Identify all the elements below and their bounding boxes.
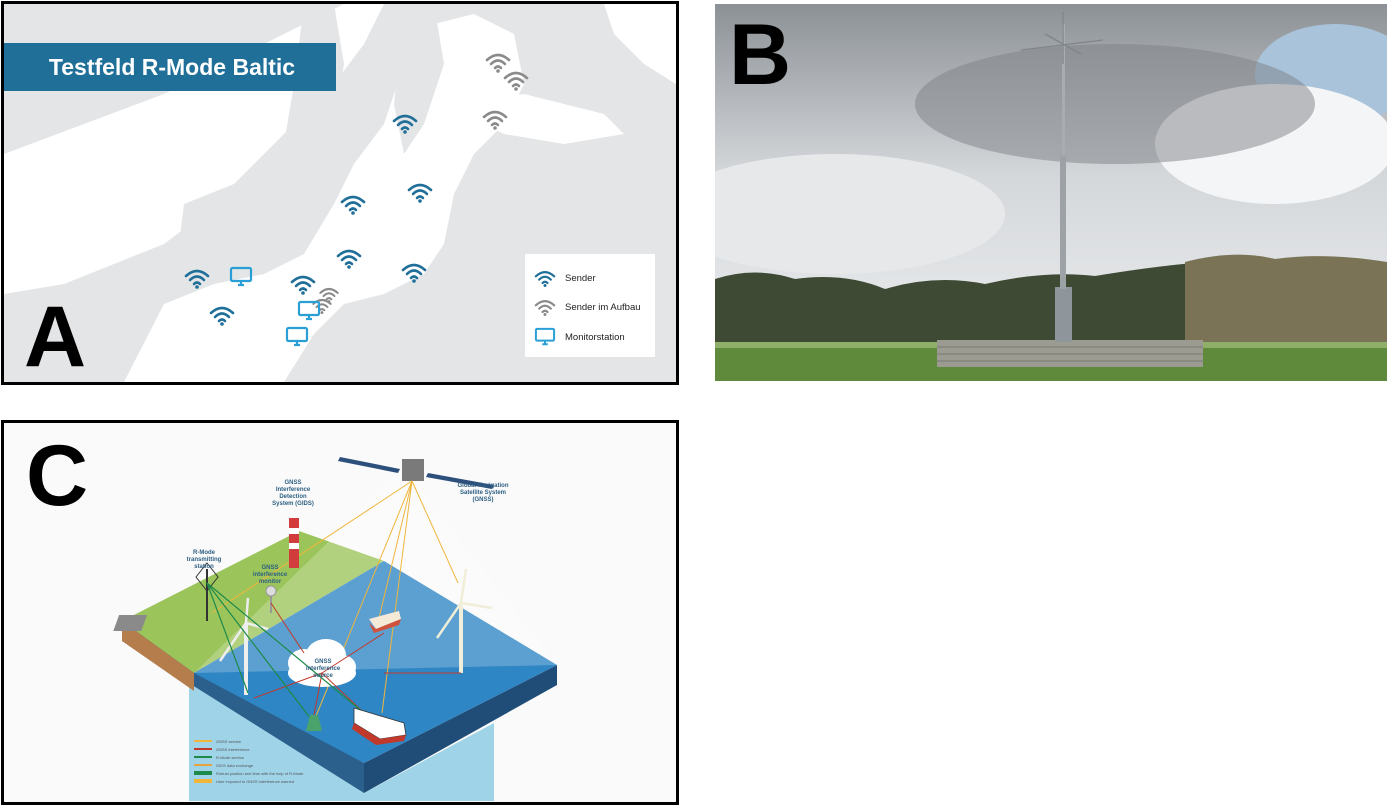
scenario-legend: GNSS service GNSS interference R-Mode se… (194, 737, 354, 785)
monitor-icon (297, 300, 321, 321)
wifi-signal-icon (534, 271, 556, 287)
legend-swatch (194, 771, 212, 775)
panel-letter-c: C (26, 428, 89, 524)
map-title: Testfeld R-Mode Baltic (4, 43, 336, 91)
antenna-photo (715, 4, 1387, 381)
r-mode-scenario-illustration (4, 423, 676, 802)
wifi-signal-icon (290, 275, 316, 295)
label-rmode-station: R-Mode transmitting station (186, 550, 222, 570)
monitor-icon (534, 327, 556, 346)
legend-item-monitorstation: Monitorstation (533, 327, 625, 347)
label-gids: GNSS Interference Detection System (GIDS… (272, 480, 314, 507)
wifi-signal-icon (209, 306, 235, 326)
legend-swatch (194, 748, 212, 750)
legend-row: GNSS interference (194, 745, 354, 753)
legend-item-sender: Sender (533, 268, 596, 288)
panel-b-photo: B (715, 4, 1387, 381)
legend-text: User exposed to GNSS interference warned (216, 778, 295, 784)
legend-swatch (194, 764, 212, 766)
label-gnss: Global Navigation Satellite System (GNSS… (457, 483, 509, 503)
legend-text: Robust position and time with the help o… (216, 770, 304, 776)
panel-c-illustration: GNSS Interference Detection System (GIDS… (1, 420, 679, 805)
panel-a-map: Testfeld R-Mode Baltic Sender Sender im … (1, 1, 679, 385)
map-legend: Sender Sender im Aufbau Monitorstation (525, 254, 655, 357)
satellite-icon (338, 457, 494, 489)
panel-letter-b: B (729, 7, 792, 103)
legend-swatch (194, 779, 212, 783)
wifi-signal-icon (401, 263, 427, 283)
monitor-icon (285, 326, 309, 347)
wifi-signal-icon (184, 269, 210, 289)
wifi-signal-icon (340, 195, 366, 215)
legend-row: GNSS service (194, 737, 354, 745)
monitor-icon (229, 266, 253, 287)
label-interference-monitor: GNSS interference monitor (252, 565, 288, 585)
legend-item-sender-im-aufbau: Sender im Aufbau (533, 297, 641, 317)
legend-row: Robust position and time with the help o… (194, 769, 354, 777)
legend-row: User exposed to GNSS interference warned (194, 777, 354, 785)
wifi-signal-icon (482, 110, 508, 130)
legend-swatch (194, 756, 212, 758)
label-interference-source: GNSS interference source (305, 659, 341, 679)
legend-row: GIDS data exchange (194, 761, 354, 769)
wifi-signal-icon (503, 71, 529, 91)
legend-label: Monitorstation (565, 331, 625, 343)
wifi-signal-icon (485, 53, 511, 73)
wind-turbine-icon (435, 568, 493, 673)
panel-letter-a: A (24, 289, 87, 385)
legend-text: R-Mode service (216, 754, 245, 760)
legend-label: Sender (565, 272, 596, 284)
legend-label: Sender im Aufbau (565, 301, 641, 313)
legend-row: R-Mode service (194, 753, 354, 761)
legend-text: GNSS service (216, 738, 242, 744)
legend-swatch (194, 740, 212, 742)
wifi-signal-icon (336, 249, 362, 269)
wifi-signal-icon (407, 183, 433, 203)
legend-text: GNSS interference (216, 746, 250, 752)
wifi-signal-icon (392, 114, 418, 134)
wifi-signal-icon (534, 300, 556, 316)
legend-text: GIDS data exchange (216, 762, 254, 768)
